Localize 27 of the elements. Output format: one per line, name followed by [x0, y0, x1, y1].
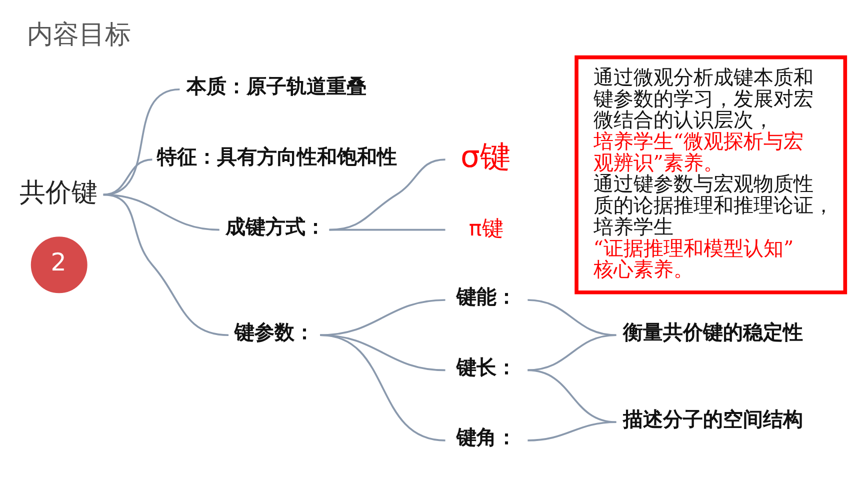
node-text: 键参数：: [234, 320, 315, 344]
connector: [329, 228, 446, 231]
connector: [103, 88, 180, 196]
node-text: 键角：: [456, 426, 517, 450]
node-text: 共价键: [19, 178, 98, 208]
connector: [528, 334, 616, 372]
connector: [103, 158, 152, 196]
connector: [320, 334, 446, 442]
node-text: 特征：具有方向性和饱和性: [156, 145, 397, 168]
connector: [320, 299, 446, 336]
connector: [528, 299, 616, 336]
node-text: 衡量共价键的稳定性: [623, 320, 804, 344]
node-text: 成键方式：: [225, 215, 326, 238]
node-text: 键能：: [456, 286, 517, 309]
node-text: 本质：原子轨道重叠: [186, 75, 367, 98]
node-box: 通过微观分析成键本质和键参数的学习，发展对宏微结合的认识层次， 培养学生“微观探析与宏观辨识”素养。 通过键参数与宏观物质性质的论据推理和推理论证，培养学生 “证据推理和模型认知”核心素养。: [574, 55, 848, 294]
node-text: 键长：: [456, 356, 517, 379]
node-text: σ键: [460, 140, 511, 176]
connector: [103, 194, 229, 336]
node-text: 描述分子的空间结构: [623, 408, 804, 431]
connector: [528, 369, 616, 424]
node-text: π键: [468, 216, 503, 242]
diagram-title: 内容目标: [27, 20, 132, 50]
node-circle: 2: [30, 236, 88, 294]
connector: [528, 421, 616, 442]
connector: [329, 158, 446, 231]
connector: [320, 334, 446, 372]
